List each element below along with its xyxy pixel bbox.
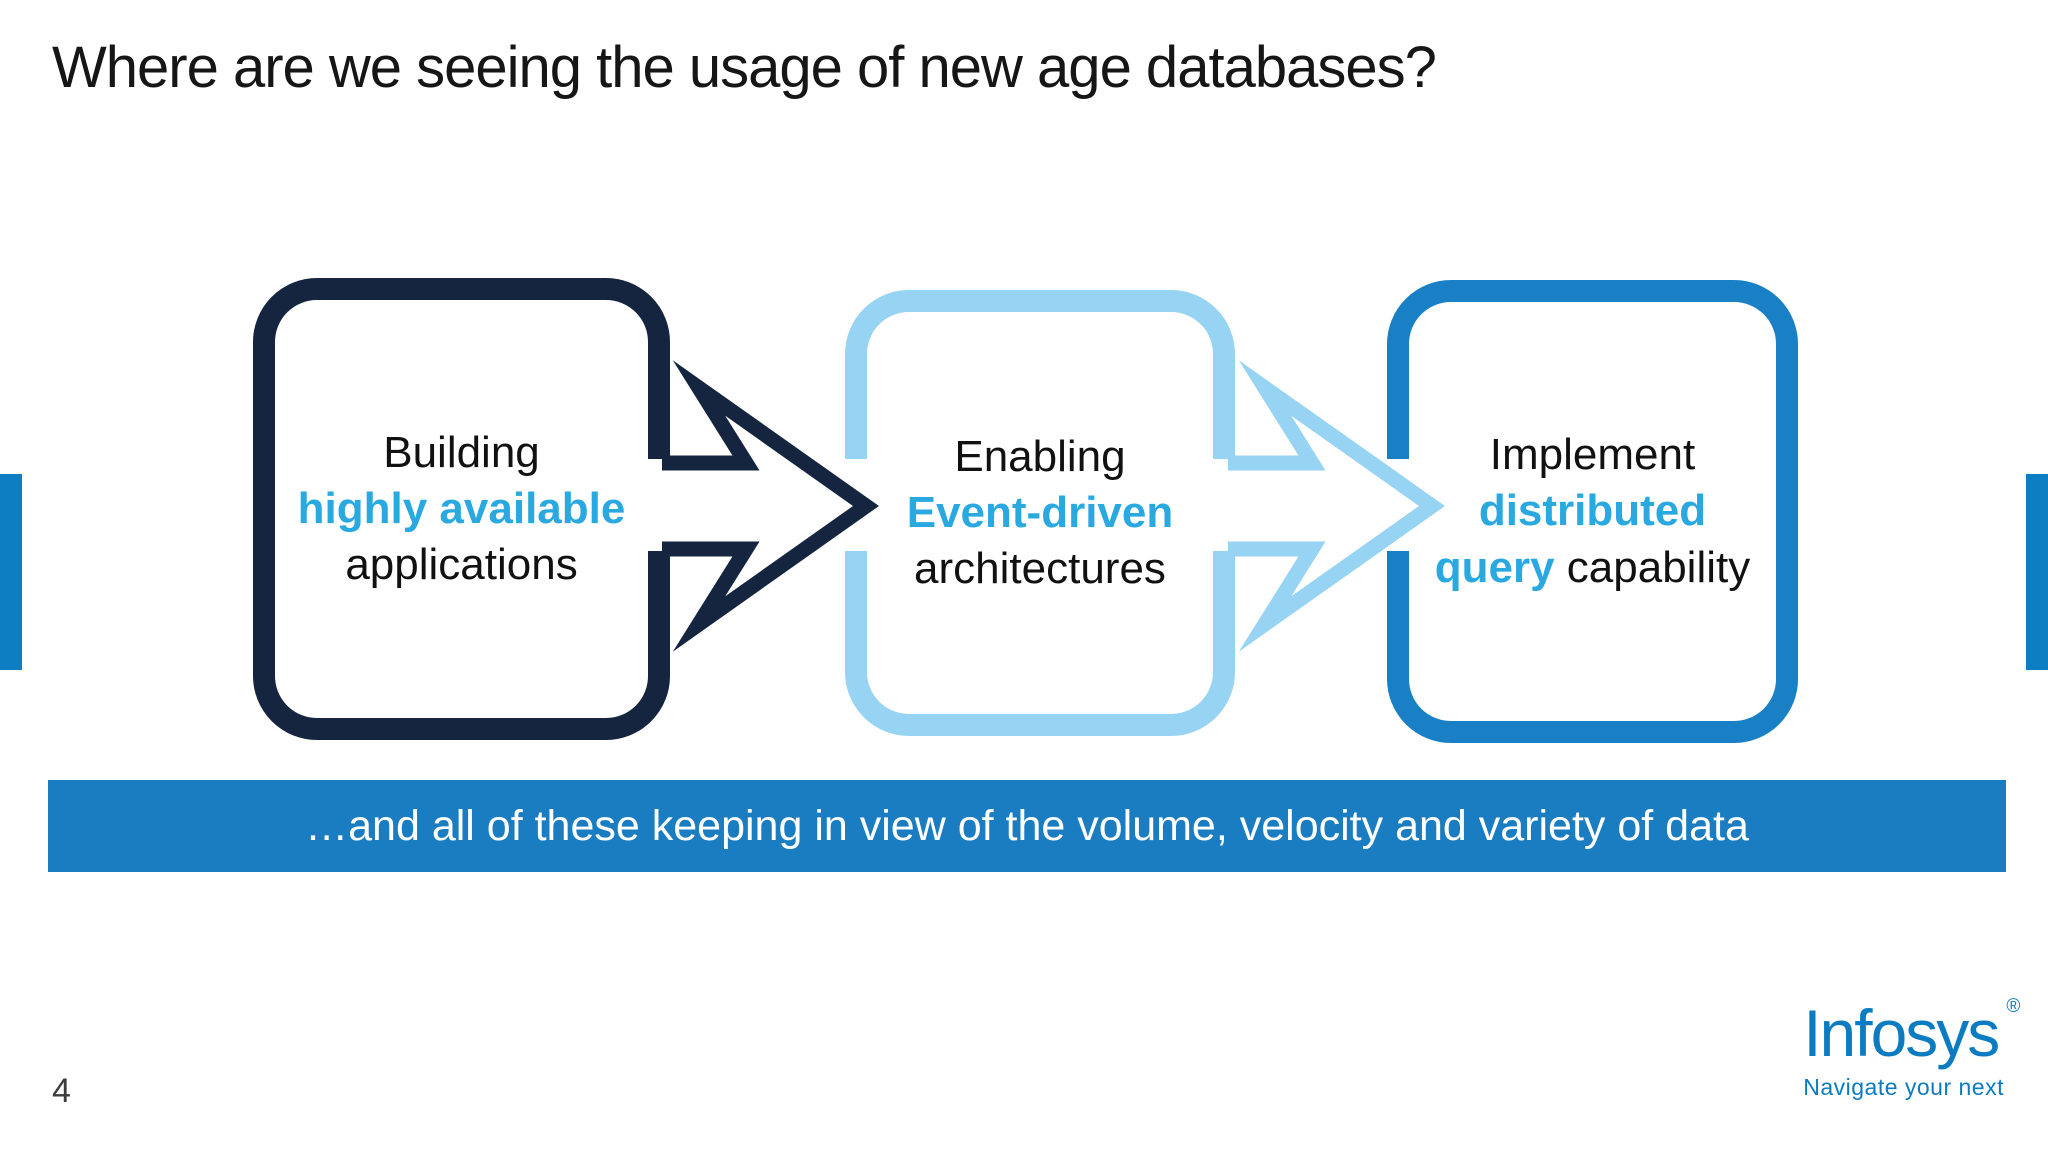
box1-accent: highly available	[297, 483, 626, 533]
logo-brand-row: Infosys ®	[1803, 996, 2020, 1066]
box3-accent2: query	[1434, 542, 1555, 592]
box2-accent: Event-driven	[906, 487, 1174, 537]
box3-line1: Implement	[1489, 430, 1696, 480]
box1-line1: Building	[383, 427, 540, 477]
right-arrow-icon	[662, 360, 879, 652]
registered-mark-icon: ®	[2006, 996, 2021, 1017]
logo-wordmark: Infosys	[1803, 996, 2000, 1070]
box1-line3: applications	[345, 540, 578, 590]
flow-box-highly-available: Building highly available applications	[253, 278, 670, 740]
page-number: 4	[52, 1072, 71, 1110]
infosys-logo: Infosys ® Navigate your next	[1803, 996, 2020, 1101]
right-edge-accent-bar	[2026, 474, 2048, 670]
logo-tagline: Navigate your next	[1803, 1074, 2004, 1100]
left-edge-accent-bar	[0, 474, 22, 670]
box3-accent: distributed	[1478, 486, 1707, 536]
summary-banner-text: …and all of these keeping in view of the…	[305, 801, 1749, 850]
summary-banner: …and all of these keeping in view of the…	[48, 780, 2006, 872]
flow-box-event-driven: Enabling Event-driven architectures	[845, 290, 1235, 736]
flow-box-text: Enabling Event-driven architectures	[907, 429, 1174, 598]
box2-line1: Enabling	[954, 431, 1126, 481]
flow-box-text: Implement distributed query capability	[1435, 427, 1751, 596]
right-arrow-icon	[1228, 360, 1445, 652]
box3-line3: capability	[1554, 542, 1751, 592]
page-title: Where are we seeing the usage of new age…	[52, 35, 1437, 100]
flow-box-distributed-query: Implement distributed query capability	[1387, 280, 1798, 743]
box2-line3: architectures	[914, 544, 1166, 594]
flow-box-text: Building highly available applications	[298, 425, 626, 594]
